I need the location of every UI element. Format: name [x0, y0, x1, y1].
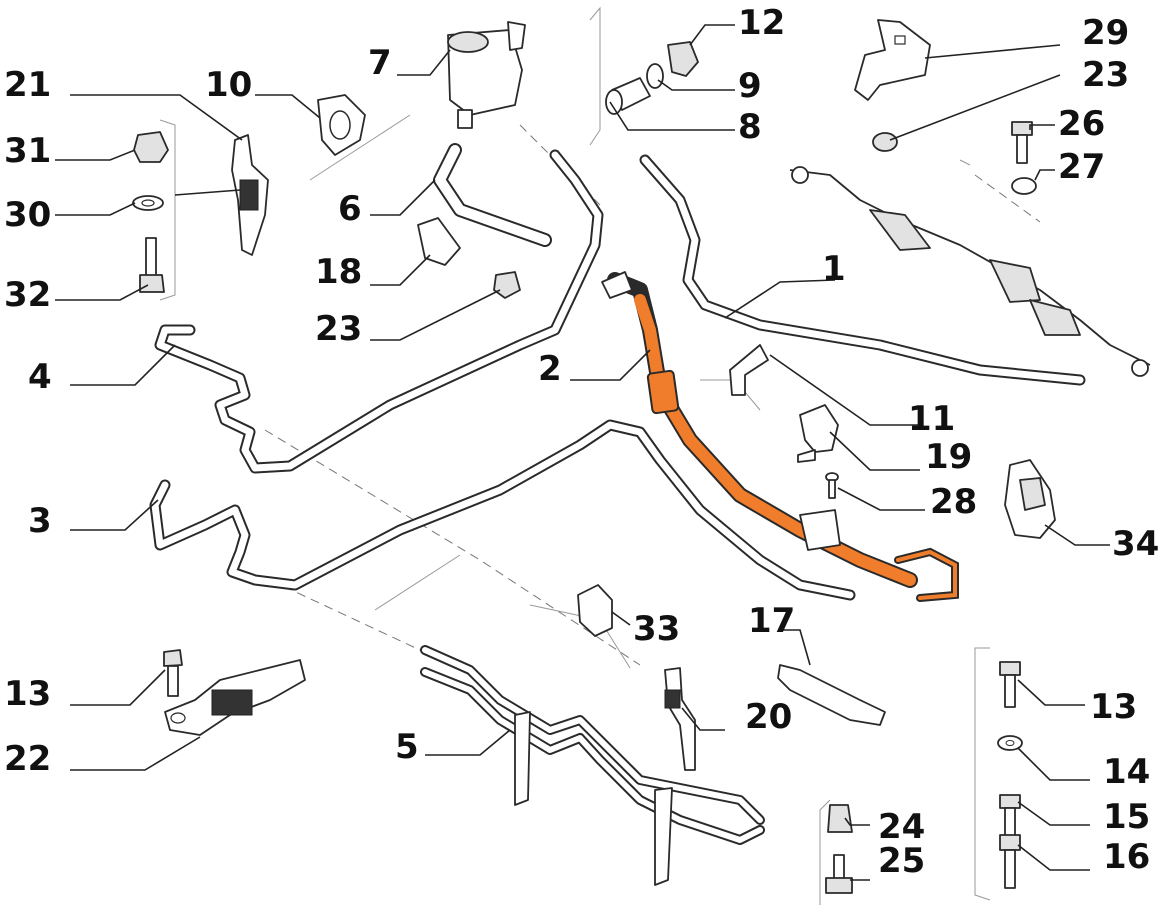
leader-lines — [55, 24, 1110, 881]
bracket-22[interactable] — [164, 659, 306, 736]
callout-25: 25 — [878, 841, 925, 881]
banjo-bolt-8[interactable] — [605, 77, 651, 115]
callout-15: 15 — [1103, 797, 1150, 837]
washer-30[interactable] — [132, 195, 164, 211]
group-brackets — [159, 6, 991, 905]
callout-34: 34 — [1112, 524, 1159, 564]
callout-labels: 1 2 3 4 5 6 7 8 9 10 11 12 13 13 14 15 1… — [4, 3, 1159, 881]
callout-7: 7 — [368, 43, 392, 83]
screw-28[interactable] — [825, 472, 839, 499]
callout-13-right: 13 — [1090, 687, 1137, 727]
callout-26: 26 — [1058, 104, 1105, 144]
hose-5[interactable] — [420, 645, 765, 886]
hose-3[interactable] — [149, 419, 856, 601]
bolt-26[interactable] — [1011, 121, 1033, 164]
bolt-16[interactable] — [999, 834, 1021, 889]
callout-8: 8 — [738, 107, 762, 147]
callout-3: 3 — [28, 501, 52, 541]
bolt-13-left[interactable] — [163, 649, 183, 697]
bracket-20[interactable] — [664, 667, 696, 771]
bolt-32[interactable] — [139, 237, 165, 293]
hose-4[interactable] — [154, 149, 604, 474]
bracket-19[interactable] — [797, 404, 839, 463]
bracket-21[interactable] — [231, 134, 269, 256]
reservoir-7[interactable] — [447, 21, 526, 129]
bracket-11[interactable] — [729, 344, 769, 396]
callout-24: 24 — [878, 807, 925, 847]
callout-17: 17 — [748, 601, 795, 641]
grommet-23-top[interactable] — [872, 132, 898, 152]
hose-mount-bracket[interactable] — [799, 509, 841, 551]
washer-14[interactable] — [997, 735, 1023, 751]
callout-5: 5 — [395, 727, 419, 767]
callout-27: 27 — [1058, 147, 1105, 187]
bracket-34[interactable] — [1004, 459, 1056, 539]
bolt-25[interactable] — [825, 854, 853, 894]
callout-10: 10 — [205, 65, 252, 105]
callout-19: 19 — [925, 437, 972, 477]
callout-23-left: 23 — [315, 309, 362, 349]
bracket-29[interactable] — [854, 19, 931, 101]
clamp-10[interactable] — [317, 94, 366, 156]
callout-29: 29 — [1082, 13, 1129, 53]
hose-6[interactable] — [433, 143, 552, 247]
callout-23-top: 23 — [1082, 55, 1129, 95]
callout-14: 14 — [1103, 752, 1150, 792]
callout-4: 4 — [28, 357, 52, 397]
callout-11: 11 — [908, 399, 955, 439]
callout-22: 22 — [4, 739, 51, 779]
nut-12[interactable] — [667, 41, 699, 77]
callout-31: 31 — [4, 131, 51, 171]
clamp-33[interactable] — [577, 584, 613, 637]
callout-21: 21 — [4, 65, 51, 105]
callout-33: 33 — [633, 609, 680, 649]
callout-28: 28 — [930, 482, 977, 522]
callout-18: 18 — [315, 252, 362, 292]
callout-2: 2 — [538, 349, 562, 389]
nut-23-left[interactable] — [493, 271, 521, 299]
callout-6: 6 — [338, 189, 362, 229]
callout-9: 9 — [738, 66, 762, 106]
washer-9[interactable] — [646, 63, 664, 89]
bolt-15[interactable] — [999, 794, 1021, 839]
clip-18[interactable] — [417, 217, 461, 266]
steering-rack[interactable] — [789, 166, 1151, 377]
bracket-17[interactable] — [777, 664, 886, 726]
bolt-13-right[interactable] — [999, 661, 1021, 708]
nut-31[interactable] — [133, 131, 169, 163]
hose-2-highlighted[interactable] — [601, 271, 959, 602]
callout-30: 30 — [4, 195, 51, 235]
nut-24[interactable] — [827, 804, 853, 833]
callout-20: 20 — [745, 697, 792, 737]
callout-16: 16 — [1103, 837, 1150, 877]
callout-32: 32 — [4, 275, 51, 315]
callout-12: 12 — [738, 3, 785, 43]
washer-27[interactable] — [1011, 177, 1037, 195]
callout-1: 1 — [822, 249, 846, 289]
hose-1[interactable] — [639, 154, 1086, 386]
callout-13-left: 13 — [4, 674, 51, 714]
